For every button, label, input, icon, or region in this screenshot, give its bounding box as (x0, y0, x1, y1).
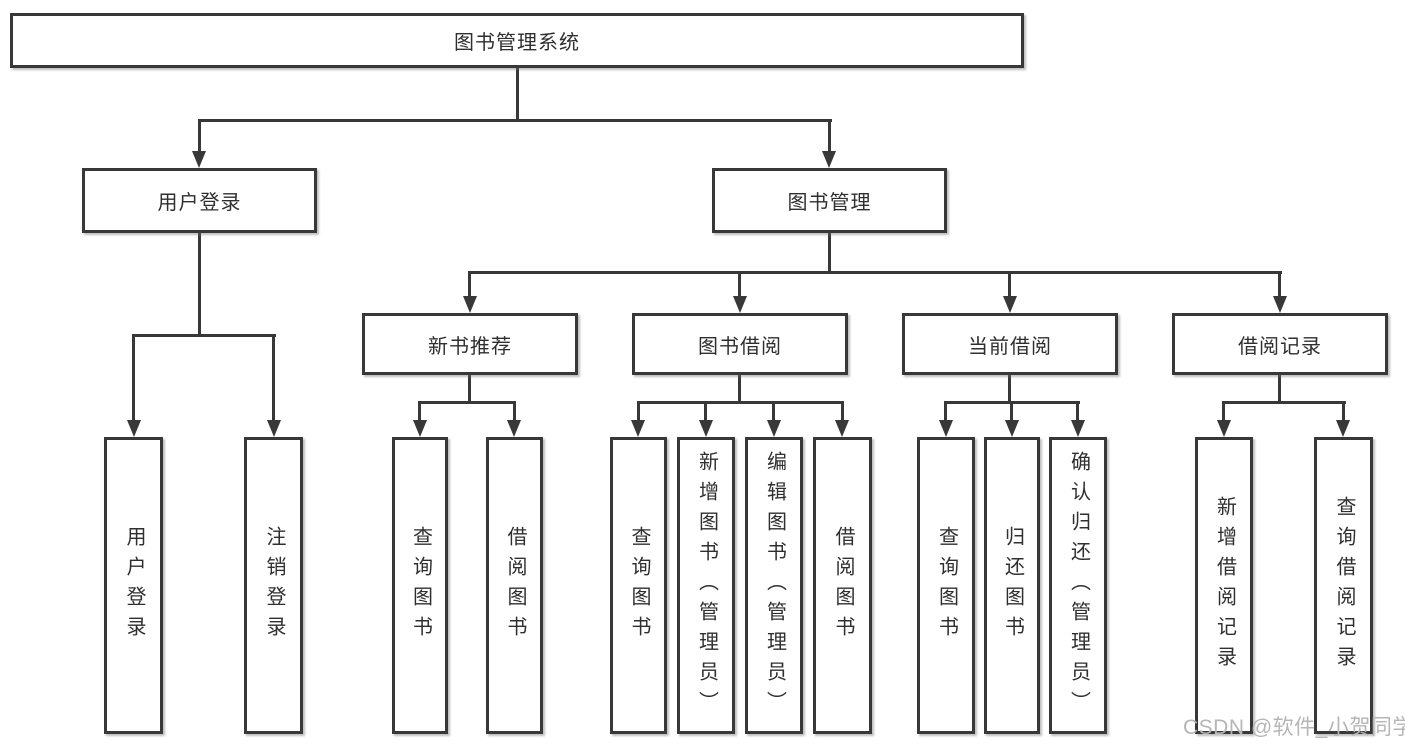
node-label: 查询借阅记录 (1333, 495, 1355, 676)
arrow-down-icon (1273, 296, 1287, 313)
leaf-borrow-books-recommend: 借阅图书 (486, 437, 543, 734)
connector-arrow-book-mgmt-line (828, 119, 831, 153)
connector-arrow-line (418, 401, 421, 422)
leaf-query-borrow-record: 查询借阅记录 (1314, 437, 1373, 734)
node-label: 图书借阅 (698, 335, 782, 358)
arrow-down-icon (1005, 420, 1019, 437)
connector-recommend-stem (468, 375, 471, 404)
arrow-down-icon (1071, 420, 1085, 437)
leaf-edit-books-admin: 编辑图书（管理员） (745, 437, 803, 734)
connector-arrow-line (1342, 401, 1345, 422)
node-user-login: 用户登录 (82, 168, 317, 233)
connector-user-login-split (132, 334, 276, 337)
connector-arrow-line (132, 334, 135, 421)
arrow-down-icon (463, 296, 477, 313)
node-current-borrowing: 当前借阅 (902, 313, 1118, 375)
leaf-query-books-borrowing: 查询图书 (610, 437, 667, 734)
connector-arrow-line (944, 401, 947, 422)
node-label: 借阅图书 (832, 525, 854, 646)
arrow-down-icon (939, 420, 953, 437)
arrow-down-icon (507, 420, 521, 437)
connector-arrow-line (841, 401, 844, 422)
node-label: 借阅记录 (1238, 335, 1322, 358)
node-label: 新增借阅记录 (1213, 495, 1236, 676)
arrow-down-icon (192, 151, 206, 168)
node-label: 当前借阅 (968, 335, 1052, 358)
leaf-logout: 注销登录 (244, 437, 303, 734)
node-new-book-recommend: 新书推荐 (362, 313, 578, 375)
leaf-return-books: 归还图书 (984, 437, 1040, 734)
leaf-confirm-return-admin: 确认归还（管理员） (1049, 437, 1107, 734)
arrow-down-icon (822, 151, 836, 168)
connector-arrow-line (738, 271, 741, 298)
node-label: 归还图书 (1001, 525, 1024, 646)
arrow-down-icon (413, 420, 427, 437)
connector-arrow-line (704, 401, 707, 422)
arrow-down-icon (1217, 420, 1231, 437)
connector-borrowing-stem (738, 375, 741, 404)
arrow-down-icon (127, 420, 141, 437)
node-label: 图书管理系统 (454, 32, 580, 54)
node-label: 用户登录 (157, 192, 242, 214)
node-library-management-system: 图书管理系统 (10, 13, 1024, 68)
leaf-query-books-current: 查询图书 (917, 437, 975, 734)
connector-arrow-line (1008, 271, 1011, 298)
connector-recommend-split (418, 401, 516, 404)
connector-arrow-line (1010, 401, 1013, 422)
connector-arrow-line (468, 271, 471, 298)
node-label: 确认归还（管理员） (1067, 450, 1090, 721)
node-label: 查询图书 (409, 525, 432, 646)
connector-book-mgmt-stem (828, 233, 831, 274)
arrow-down-icon (267, 420, 281, 437)
connector-records-split (1222, 401, 1346, 404)
connector-arrow-line (1278, 271, 1281, 298)
connector-arrow-line (637, 401, 640, 422)
leaf-borrow-books: 借阅图书 (813, 437, 872, 734)
connector-arrow-line (772, 401, 775, 422)
connector-records-stem (1278, 375, 1281, 404)
connector-user-login-stem (198, 233, 201, 337)
arrow-down-icon (1003, 296, 1017, 313)
node-book-management: 图书管理 (712, 168, 947, 233)
arrow-down-icon (631, 420, 645, 437)
node-label: 新增图书（管理员） (695, 450, 718, 721)
connector-current-stem (1008, 375, 1011, 404)
leaf-user-login: 用户登录 (104, 437, 163, 734)
leaf-add-borrow-record: 新增借阅记录 (1195, 437, 1253, 734)
node-label: 借阅图书 (504, 525, 526, 646)
node-book-borrowing: 图书借阅 (632, 313, 848, 375)
connector-arrow-line (272, 334, 275, 421)
arrow-down-icon (835, 420, 849, 437)
connector-arrow-user-login-line (198, 119, 201, 153)
connector-arrow-line (1222, 401, 1225, 422)
node-label: 查询图书 (628, 525, 650, 646)
node-label: 编辑图书（管理员） (763, 450, 786, 721)
leaf-query-books-recommend: 查询图书 (392, 437, 448, 734)
connector-arrow-line (1076, 401, 1079, 422)
arrow-down-icon (1336, 420, 1350, 437)
arrow-down-icon (733, 296, 747, 313)
connector-root-split (198, 119, 832, 122)
arrow-down-icon (699, 420, 713, 437)
node-borrow-records: 借阅记录 (1172, 313, 1388, 375)
arrow-down-icon (767, 420, 781, 437)
connector-root-stem (516, 66, 519, 122)
leaf-add-books-admin: 新增图书（管理员） (677, 437, 735, 734)
node-label: 注销登录 (263, 525, 285, 646)
node-label: 新书推荐 (428, 335, 512, 358)
connector-borrowing-split (637, 401, 844, 404)
node-label: 用户登录 (123, 525, 145, 646)
connector-book-mgmt-split (468, 271, 1282, 274)
node-label: 图书管理 (787, 192, 872, 214)
node-label: 查询图书 (935, 525, 958, 646)
csdn-watermark: CSDN @软件_小贺同学 (1183, 716, 1405, 739)
connector-arrow-line (513, 401, 516, 422)
